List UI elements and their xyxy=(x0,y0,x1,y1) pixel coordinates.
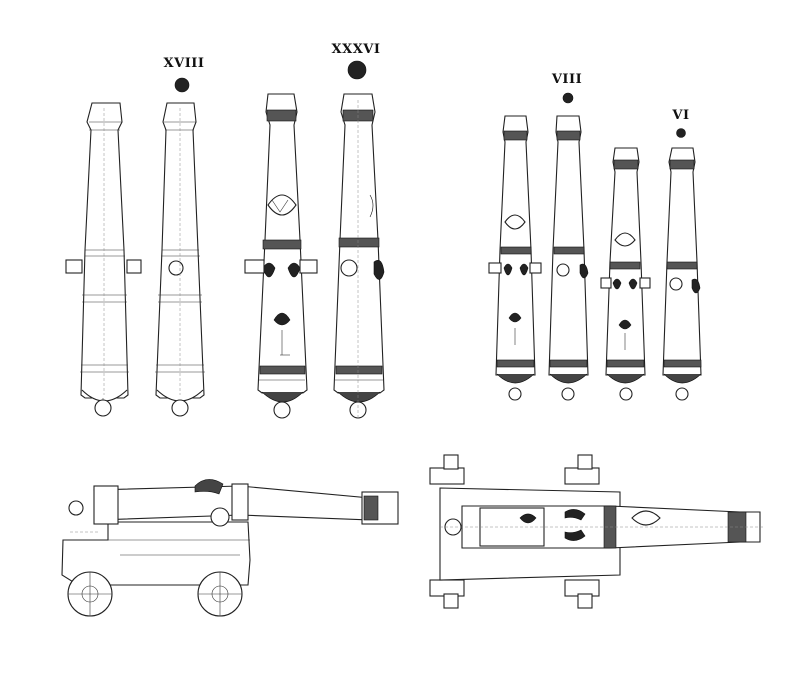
cannon-carriage-top-view xyxy=(429,454,765,609)
cannon-barrel-small-1 xyxy=(488,115,542,401)
cannon-barrel-ornate-36 xyxy=(333,93,385,420)
cannon-barrel-plain-18 xyxy=(155,102,205,417)
label-xxxvi: XXXVI xyxy=(331,42,381,57)
shot-ball-8 xyxy=(562,92,574,104)
cannon-barrel-ornate-1 xyxy=(244,93,318,419)
label-vi: VI xyxy=(672,108,690,123)
label-xviii: XVIII xyxy=(163,56,205,71)
shot-ball-18 xyxy=(174,77,190,93)
shot-ball-6 xyxy=(676,128,686,138)
cannon-barrel-small-2 xyxy=(600,147,651,401)
cannon-barrel-small-8 xyxy=(548,115,589,401)
cannon-barrel-small-6 xyxy=(662,147,702,401)
shot-ball-36 xyxy=(347,60,367,80)
cannon-carriage-side-view xyxy=(61,479,399,617)
cannon-barrel-plain-1 xyxy=(65,102,142,417)
label-viii: VIII xyxy=(551,72,583,87)
